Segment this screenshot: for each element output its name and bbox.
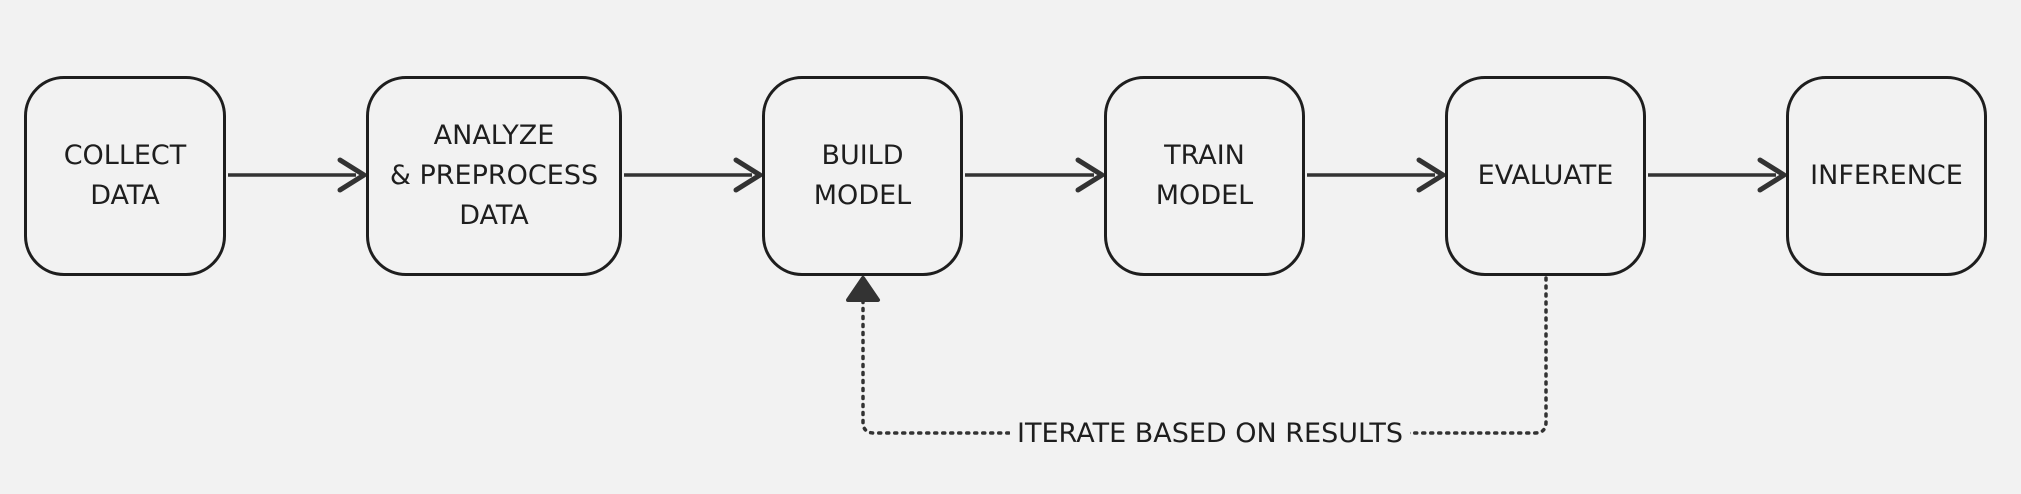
step-label: EVALUATE [1477,160,1614,191]
step-label: INFERENCE [1810,160,1963,191]
step-evaluate: EVALUATE [1445,76,1646,276]
arrow-collect-to-analyze [228,157,367,193]
step-collect-data: COLLECT DATA [24,76,226,276]
arrow-analyze-to-build [624,157,763,193]
arrow-build-to-train [965,157,1105,193]
step-label: ANALYZE & PREPROCESS DATA [389,120,599,231]
feedback-loop-label: ITERATE BASED ON RESULTS [1010,412,1410,456]
step-label: BUILD MODEL [813,140,912,211]
feedback-loop-arrow [846,276,1548,435]
step-train-model: TRAIN MODEL [1104,76,1305,276]
step-label: TRAIN MODEL [1155,140,1254,211]
arrow-evaluate-to-inference [1648,157,1787,193]
step-label: COLLECT DATA [63,140,187,211]
arrow-train-to-evaluate [1307,157,1446,193]
step-analyze-preprocess-data: ANALYZE & PREPROCESS DATA [366,76,622,276]
step-inference: INFERENCE [1786,76,1987,276]
step-build-model: BUILD MODEL [762,76,963,276]
